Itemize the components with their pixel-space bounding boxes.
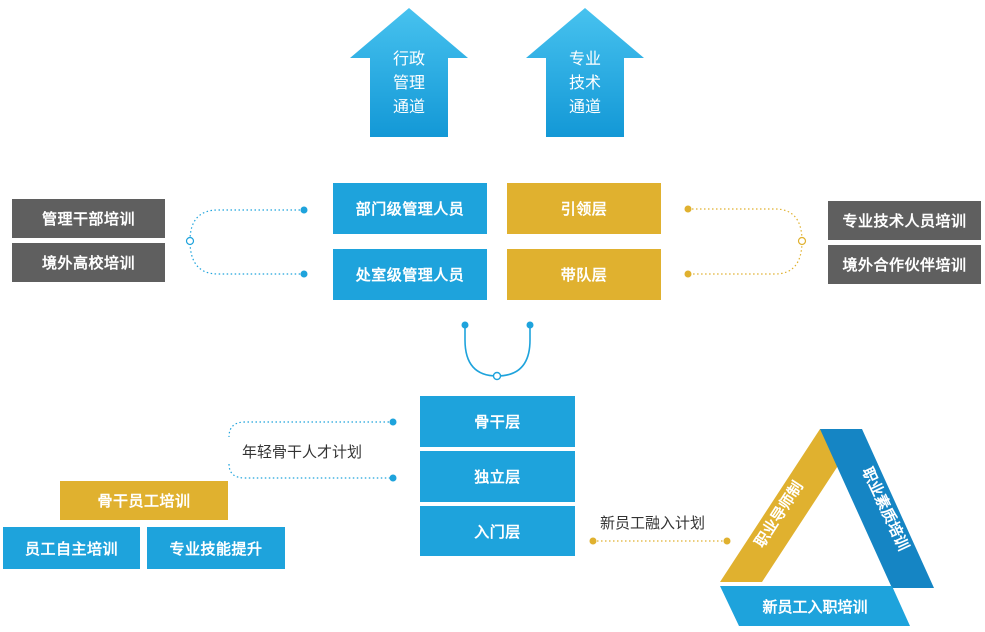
independent-layer-box: 独立层 bbox=[420, 451, 575, 502]
triangle-bottom-label: 新员工入职培训 bbox=[762, 598, 867, 616]
tech-channel-label: 专业 技术 通道 bbox=[555, 47, 615, 119]
tech-channel-arrow bbox=[526, 8, 644, 137]
overseas-partner-training-box: 境外合作伙伴培训 bbox=[828, 245, 981, 284]
new-staff-program-label: 新员工融入计划 bbox=[600, 514, 706, 532]
skill-upgrade-box: 专业技能提升 bbox=[147, 527, 285, 569]
u-connector-dot-right bbox=[526, 321, 534, 329]
cadre-training-box: 管理干部培训 bbox=[12, 199, 165, 238]
admin-channel-arrow bbox=[350, 8, 468, 137]
backbone-layer-box: 骨干层 bbox=[420, 396, 575, 447]
new-staff-dot-left bbox=[589, 537, 597, 545]
backbone-staff-training-box: 骨干员工培训 bbox=[60, 481, 228, 520]
young-backbone-bracket-line bbox=[228, 421, 393, 479]
right-bracket-hub bbox=[797, 236, 807, 246]
left-bracket-dot-top bbox=[300, 206, 308, 214]
right-bracket-dot-top bbox=[684, 205, 692, 213]
tech-channel-line-3: 通道 bbox=[568, 97, 601, 116]
entry-layer-box: 入门层 bbox=[420, 506, 575, 556]
triangle-right-side bbox=[820, 429, 934, 588]
tech-channel-line-1: 专业 bbox=[568, 49, 601, 68]
left-bracket-dot-bottom bbox=[300, 270, 308, 278]
u-connector-dot-left bbox=[461, 321, 469, 329]
team-lead-layer-box: 带队层 bbox=[507, 249, 661, 300]
right-bracket-dot-bottom bbox=[684, 270, 692, 278]
admin-channel-line-1: 行政 bbox=[392, 49, 425, 68]
dept-manager-box: 部门级管理人员 bbox=[333, 183, 487, 234]
young-backbone-dot-top bbox=[389, 418, 397, 426]
young-backbone-dot-bottom bbox=[389, 474, 397, 482]
triangle-left-side bbox=[720, 429, 862, 582]
overseas-university-training-box: 境外高校培训 bbox=[12, 243, 165, 282]
self-training-box: 员工自主培训 bbox=[3, 527, 140, 569]
leader-layer-box: 引领层 bbox=[507, 183, 661, 234]
u-connector-hub bbox=[492, 371, 502, 381]
section-manager-box: 处室级管理人员 bbox=[333, 249, 487, 300]
left-bracket-line bbox=[189, 209, 304, 275]
left-bracket-hub bbox=[185, 236, 195, 246]
professional-tech-training-box: 专业技术人员培训 bbox=[828, 201, 981, 240]
admin-channel-line-3: 通道 bbox=[392, 97, 425, 116]
triangle-bottom-side bbox=[720, 586, 910, 626]
right-bracket-line bbox=[688, 208, 803, 275]
admin-channel-line-2: 管理 bbox=[392, 73, 425, 92]
young-backbone-program-label: 年轻骨干人才计划 bbox=[242, 443, 363, 461]
new-staff-dot-right bbox=[723, 537, 731, 545]
admin-channel-label: 行政 管理 通道 bbox=[379, 47, 439, 119]
u-connector-line bbox=[464, 326, 531, 377]
tech-channel-line-2: 技术 bbox=[568, 73, 601, 92]
